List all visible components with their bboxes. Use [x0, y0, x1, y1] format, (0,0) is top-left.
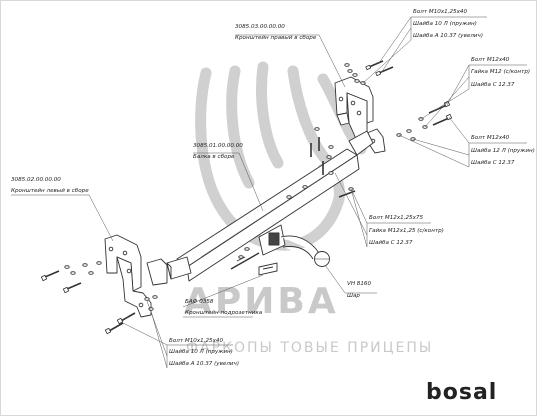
beam-code: 3085.01.00.00.00	[193, 143, 243, 149]
top-bolt-label: Болт М10х1,25х40	[413, 9, 468, 15]
watermark-name: АРИВА	[184, 281, 339, 322]
ball-code: VH 8160	[347, 281, 372, 287]
socket-code: БАФ 0358	[185, 299, 214, 305]
right-bracket-code: 3085.03.00.00.00	[235, 24, 285, 30]
ball-washer-label: Шайба С 12.37	[369, 240, 413, 246]
right-bracket-name: Кронштейн правый в сборе	[235, 35, 317, 41]
top-washer-spring-label: Шайба 10 Л (пружин)	[413, 21, 477, 27]
socket-bracket	[258, 262, 278, 276]
leader-lines	[11, 16, 527, 369]
bottom-bolt-label: Болт М10х1,25х40	[169, 338, 224, 344]
r1-nut-label: Гайка М12 (с/контр)	[471, 69, 531, 75]
r1-bolt-label: Болт М12х40	[471, 57, 510, 63]
left-bracket-assembly	[104, 234, 168, 318]
ball-name: Шар	[347, 293, 360, 299]
bottom-washer-spring-label: Шайба 10 Л (пружин)	[169, 349, 233, 355]
left-bracket-name: Кронштейн левый в сборе	[11, 188, 89, 194]
left-bracket-code: 3085.02.00.00.00	[11, 177, 61, 183]
r2-washer-label: Шайба С 12.37	[471, 160, 515, 166]
r2-washer-spring-label: Шайба 12 Л (пружин)	[471, 148, 535, 154]
bosal-logo: bosal	[426, 380, 498, 405]
main-beam	[166, 130, 374, 282]
bottom-fasteners	[104, 295, 158, 335]
r1-washer-label: Шайба С 12.37	[471, 82, 515, 88]
beam-bolts	[286, 127, 334, 199]
ball-nut-label: Гайка М12х1,25 (с/контр)	[369, 228, 444, 234]
beam-name: Балка в сборе	[193, 154, 235, 160]
top-washer-flat-label: Шайба А 10.37 (увелич)	[413, 33, 484, 39]
r2-bolt-label: Болт М12х40	[471, 135, 510, 141]
left-side-fasteners	[40, 261, 102, 294]
right-side-fasteners	[396, 100, 453, 141]
ball-bolt-label: Болт М12х1,25х75	[369, 215, 424, 221]
bottom-washer-flat-label: Шайба А 10.37 (увелич)	[169, 361, 240, 367]
socket-name: Кронштейн подрозетника	[185, 310, 263, 316]
watermark-tagline: ФАРКОПЫ ТОВЫЕ ПРИЦЕПЫ	[186, 340, 434, 356]
ball-mount	[230, 187, 356, 270]
